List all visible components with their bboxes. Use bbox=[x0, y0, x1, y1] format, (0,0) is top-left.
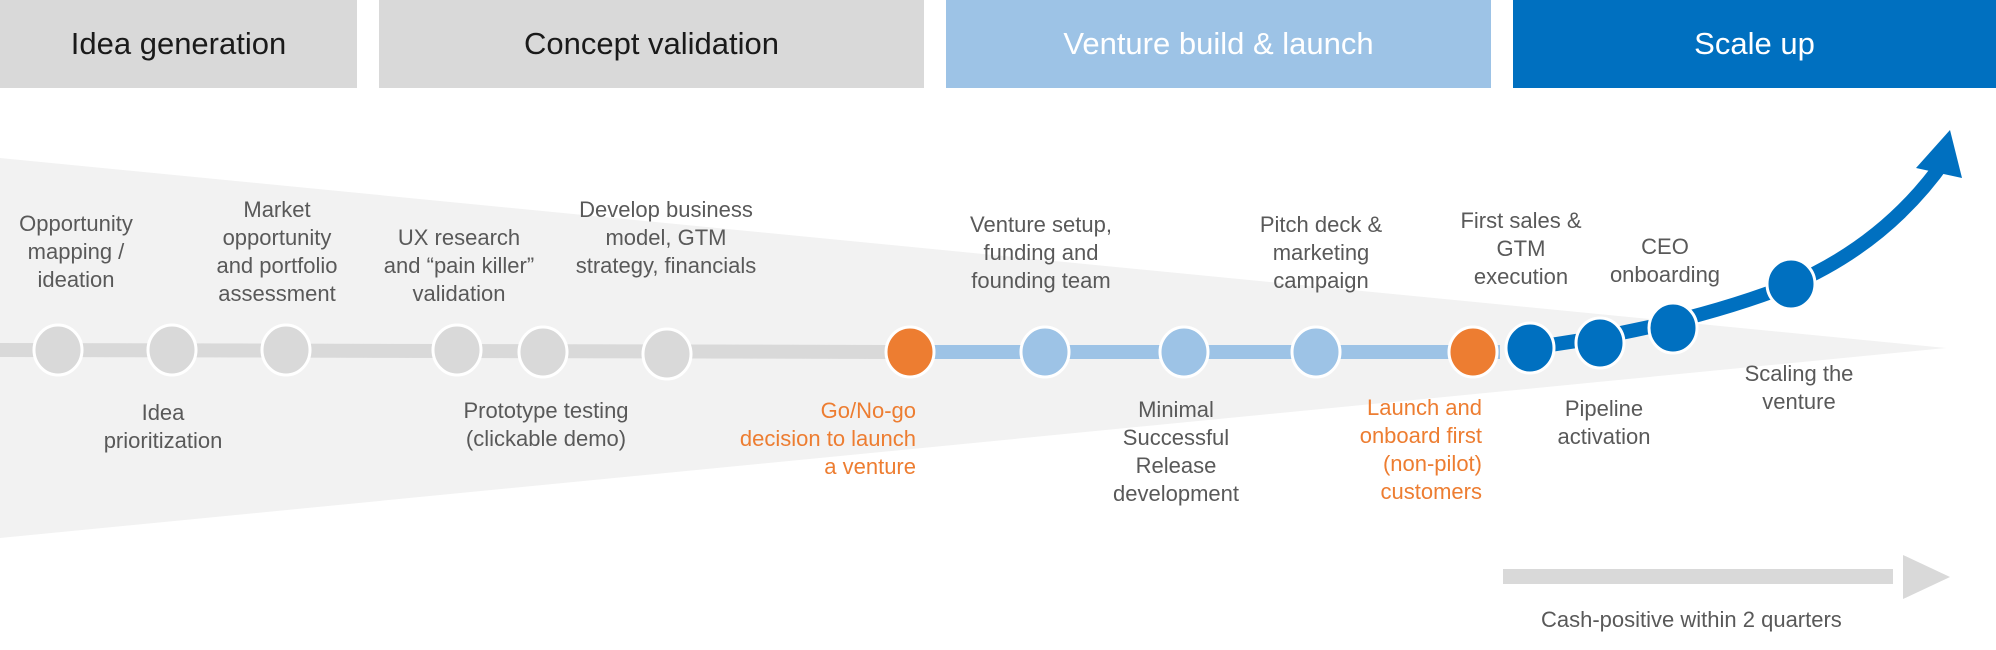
milestone-node bbox=[1290, 325, 1342, 379]
milestone-node bbox=[146, 323, 198, 377]
milestone-label: CEO onboarding bbox=[1609, 234, 1721, 287]
milestone-node bbox=[884, 325, 936, 379]
milestone-label: First sales & GTM execution bbox=[1460, 208, 1582, 289]
milestone-node bbox=[260, 323, 312, 377]
milestone-label: Idea prioritization bbox=[103, 400, 223, 453]
go-no-go-label: Go/No-go decision to launch a venture bbox=[739, 398, 916, 479]
phase-label: Concept validation bbox=[523, 26, 780, 61]
phase-venture-build: Venture build & launch bbox=[946, 0, 1491, 88]
milestone-label: Pipeline activation bbox=[1557, 396, 1651, 449]
phase-label: Venture build & launch bbox=[1063, 26, 1374, 61]
cash-positive-note: Cash-positive within 2 quarters bbox=[1541, 607, 1842, 632]
milestone-node bbox=[517, 325, 569, 379]
phase-scale-up: Scale up bbox=[1513, 0, 1996, 88]
milestone-label: Prototype testing (clickable demo) bbox=[463, 398, 629, 451]
milestone-node bbox=[431, 323, 483, 377]
cash-arrow-head-icon bbox=[1903, 555, 1950, 599]
phase-label: Scale up bbox=[1694, 26, 1815, 61]
cash-arrow-shaft bbox=[1503, 569, 1893, 584]
growth-arrowhead-icon bbox=[1916, 130, 1962, 178]
launch-label: Launch and onboard first (non-pilot) cus… bbox=[1359, 395, 1482, 504]
milestone-label: Opportunity mapping / ideation bbox=[19, 211, 133, 292]
phase-concept-validation: Concept validation bbox=[379, 0, 924, 88]
phase-label: Idea generation bbox=[70, 26, 287, 61]
milestone-node bbox=[1647, 301, 1699, 355]
milestone-label: Develop business model, GTM strategy, fi… bbox=[575, 197, 757, 278]
milestone-label: Scaling the venture bbox=[1744, 361, 1854, 414]
milestone-label: Minimal Successful Release development bbox=[1113, 397, 1239, 506]
phase-idea-generation: Idea generation bbox=[0, 0, 357, 88]
milestone-label: Venture setup, funding and founding team bbox=[970, 212, 1112, 293]
milestone-label: UX research and “pain killer” validation bbox=[383, 225, 535, 306]
milestone-node bbox=[1158, 325, 1210, 379]
milestone-label: Pitch deck & marketing campaign bbox=[1259, 212, 1383, 293]
milestone-node bbox=[1019, 325, 1071, 379]
milestone-node bbox=[1765, 257, 1817, 311]
milestone-node bbox=[641, 327, 693, 381]
milestone-label: Market opportunity and portfolio assessm… bbox=[216, 197, 338, 306]
milestone-node bbox=[1574, 316, 1626, 370]
milestone-node bbox=[1447, 325, 1499, 379]
milestone-node bbox=[32, 323, 84, 377]
milestone-node bbox=[1504, 321, 1556, 375]
